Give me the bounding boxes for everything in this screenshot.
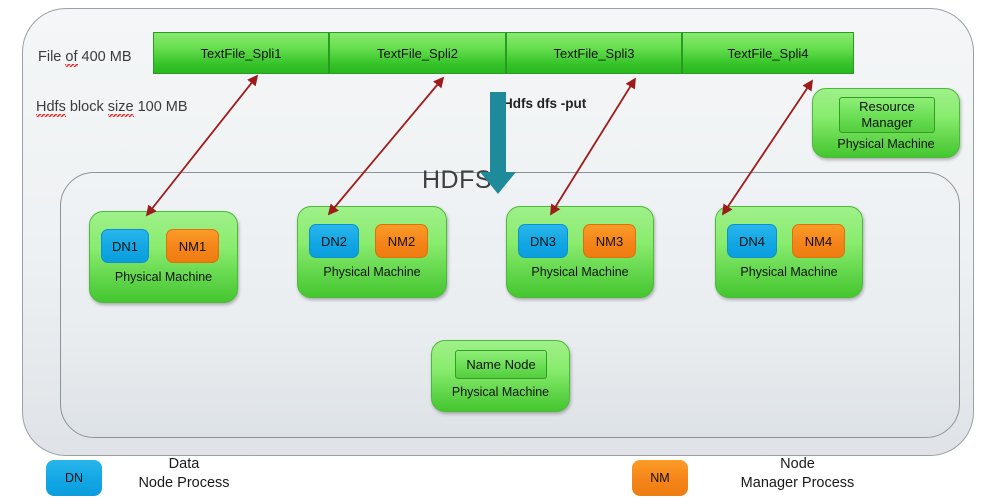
machine-caption-4: Physical Machine	[740, 265, 838, 279]
dn-chip-3: DN3	[518, 224, 568, 258]
datanode-machine-1: DN1 NM1 Physical Machine	[89, 211, 238, 303]
legend-nm-text: Node Manager Process	[740, 456, 855, 491]
namenode-caption: Physical Machine	[451, 385, 550, 399]
split-bar-1-label: TextFile_Spli1	[200, 45, 282, 61]
split-bar-4-label: TextFile_Spli4	[727, 45, 809, 61]
legend-dn-chip: DN	[46, 460, 102, 496]
nm-chip-4: NM4	[792, 224, 845, 258]
split-bar-3: TextFile_Spli3	[506, 32, 682, 74]
legend-nm-chip: NM	[632, 460, 688, 496]
resource-manager-caption: Physical Machine	[837, 137, 935, 151]
nm-chip-3: NM3	[583, 224, 636, 258]
datanode-machine-4: DN4 NM4 Physical Machine	[715, 206, 863, 298]
dn-chip-4: DN4	[727, 224, 777, 258]
name-node-box: Name Node	[455, 350, 547, 379]
resource-manager-machine: Resource Manager Physical Machine	[812, 88, 960, 158]
machine-caption-1: Physical Machine	[114, 270, 213, 284]
split-bar-2: TextFile_Spli2	[329, 32, 506, 74]
nm-chip-2: NM2	[375, 224, 428, 258]
dn-chip-2: DN2	[309, 224, 359, 258]
split-bar-2-label: TextFile_Spli2	[377, 45, 458, 61]
split-bar-1: TextFile_Spli1	[153, 32, 329, 74]
legend-dn-text: Data Node Process	[138, 456, 230, 491]
split-bar-4: TextFile_Spli4	[682, 32, 854, 74]
file-size-label: File of 400 MB	[38, 49, 132, 67]
hdfs-put-command-label: Hdfs dfs -put	[503, 96, 587, 111]
nm-chip-1: NM1	[166, 229, 219, 263]
hdfs-title: HDFS	[422, 166, 493, 194]
hdfs-block-size-label: Hdfs block size 100 MB	[36, 99, 188, 117]
split-bar-3-label: TextFile_Spli3	[553, 45, 635, 61]
resource-manager-box: Resource Manager	[839, 97, 935, 133]
machine-caption-3: Physical Machine	[531, 265, 629, 279]
dn-chip-1: DN1	[101, 229, 149, 263]
machine-caption-2: Physical Machine	[323, 265, 421, 279]
datanode-machine-3: DN3 NM3 Physical Machine	[506, 206, 654, 298]
datanode-machine-2: DN2 NM2 Physical Machine	[297, 206, 447, 298]
namenode-machine: Name Node Physical Machine	[431, 340, 570, 412]
